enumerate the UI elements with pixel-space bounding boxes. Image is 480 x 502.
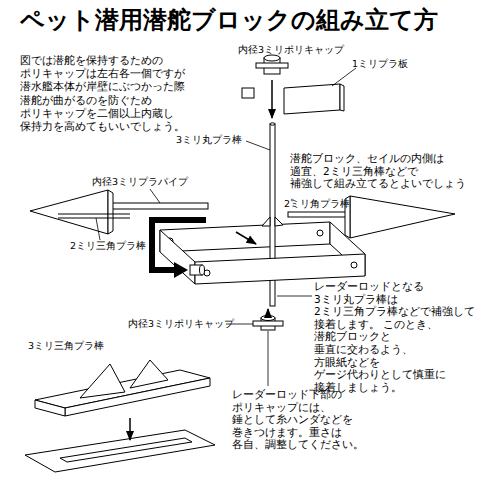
leader-line bbox=[277, 296, 312, 297]
top-poly-cap bbox=[264, 55, 280, 61]
left-rudder bbox=[30, 190, 108, 234]
part-label: 内径3ミリポリキャップ bbox=[238, 44, 344, 55]
radar-rod bbox=[270, 123, 275, 125]
left-rudder bbox=[112, 203, 208, 209]
part-label: 3ミリ三角プラ棒 bbox=[28, 340, 104, 351]
leader-line bbox=[332, 68, 356, 86]
plastic-plate bbox=[284, 84, 340, 114]
reinforcement-detail bbox=[130, 360, 168, 388]
plastic-plate bbox=[340, 84, 344, 111]
assembly-arrow bbox=[271, 80, 273, 118]
left-rudder bbox=[30, 190, 208, 234]
note: 潜舵ブロック、セイルの内側は 適宜、2ミリ三角棒などで 補強して組み立てるとよい… bbox=[290, 152, 474, 202]
front-plate bbox=[351, 262, 357, 268]
radar-rod bbox=[275, 217, 283, 226]
elbow-arrow bbox=[152, 220, 206, 270]
note: レーダーロッド下部の ポリキャップには、 錘として糸ハンダなどを 巻きつけます。… bbox=[232, 388, 364, 451]
end-spacers bbox=[160, 230, 195, 284]
side-poly-cap bbox=[200, 265, 205, 275]
assembly-arrow bbox=[268, 309, 269, 315]
end-spacers bbox=[160, 222, 365, 284]
bottom-poly-cap bbox=[261, 316, 275, 321]
reinforcement-detail bbox=[25, 430, 215, 472]
assembly-arrow bbox=[267, 309, 269, 315]
top-poly-cap bbox=[242, 88, 254, 98]
part-label: 2ミリ角プラ棒 bbox=[284, 198, 350, 209]
reinforcement-detail bbox=[60, 438, 192, 462]
top-poly-cap bbox=[242, 55, 288, 98]
elbow-arrow bbox=[152, 220, 206, 278]
leader-line bbox=[96, 218, 100, 240]
note: レーダーロッドとなる 3ミリ丸プラ棒は 2ミリ三角プラ棒などで補強して 接着しま… bbox=[314, 280, 476, 393]
part-label: 3ミリ丸プラ棒 bbox=[176, 134, 242, 145]
left-rudder bbox=[108, 190, 113, 234]
front-plate bbox=[195, 254, 365, 284]
reinforcement-detail bbox=[80, 364, 125, 398]
leader-line bbox=[246, 141, 270, 150]
assembly-arrow bbox=[130, 418, 131, 440]
reinforcement-detail bbox=[25, 360, 215, 472]
part-label: 内径3ミリポリキャップ bbox=[128, 318, 234, 329]
pointer-arrow bbox=[236, 232, 256, 244]
bottom-poly-cap bbox=[253, 316, 283, 331]
part-label: 1ミリプラ板 bbox=[352, 58, 408, 69]
left-rudder bbox=[58, 214, 130, 215]
back-plate bbox=[317, 230, 323, 236]
bottom-poly-cap bbox=[253, 321, 283, 326]
top-poly-cap bbox=[256, 63, 288, 68]
part-label: 内径3ミリプラパイプ bbox=[92, 176, 188, 187]
title: ペット潜用潜舵ブロックの組み立て方 bbox=[20, 6, 438, 35]
elbow-arrow bbox=[174, 262, 188, 278]
part-label: 2ミリ三角プラ棒 bbox=[70, 240, 146, 251]
back-plate bbox=[160, 222, 330, 252]
right-rudder bbox=[288, 212, 352, 217]
back-plate bbox=[160, 222, 330, 252]
left-rudder bbox=[58, 218, 130, 219]
leader-line bbox=[268, 331, 269, 386]
assembly-arrow bbox=[129, 418, 131, 440]
side-poly-cap bbox=[190, 265, 205, 275]
assembly-arrow bbox=[272, 80, 273, 118]
right-rudder bbox=[350, 196, 455, 238]
leader-line bbox=[150, 189, 160, 203]
reinforcement-detail bbox=[35, 400, 65, 416]
radar-rod bbox=[262, 217, 270, 226]
plastic-plate bbox=[284, 84, 344, 114]
note: 図では潜舵を保持するための ポリキャップは左右各一個ですが 潜水艦本体が岸壁にぶ… bbox=[20, 54, 192, 133]
pointer-arrow bbox=[236, 232, 256, 244]
front-plate bbox=[195, 254, 365, 284]
